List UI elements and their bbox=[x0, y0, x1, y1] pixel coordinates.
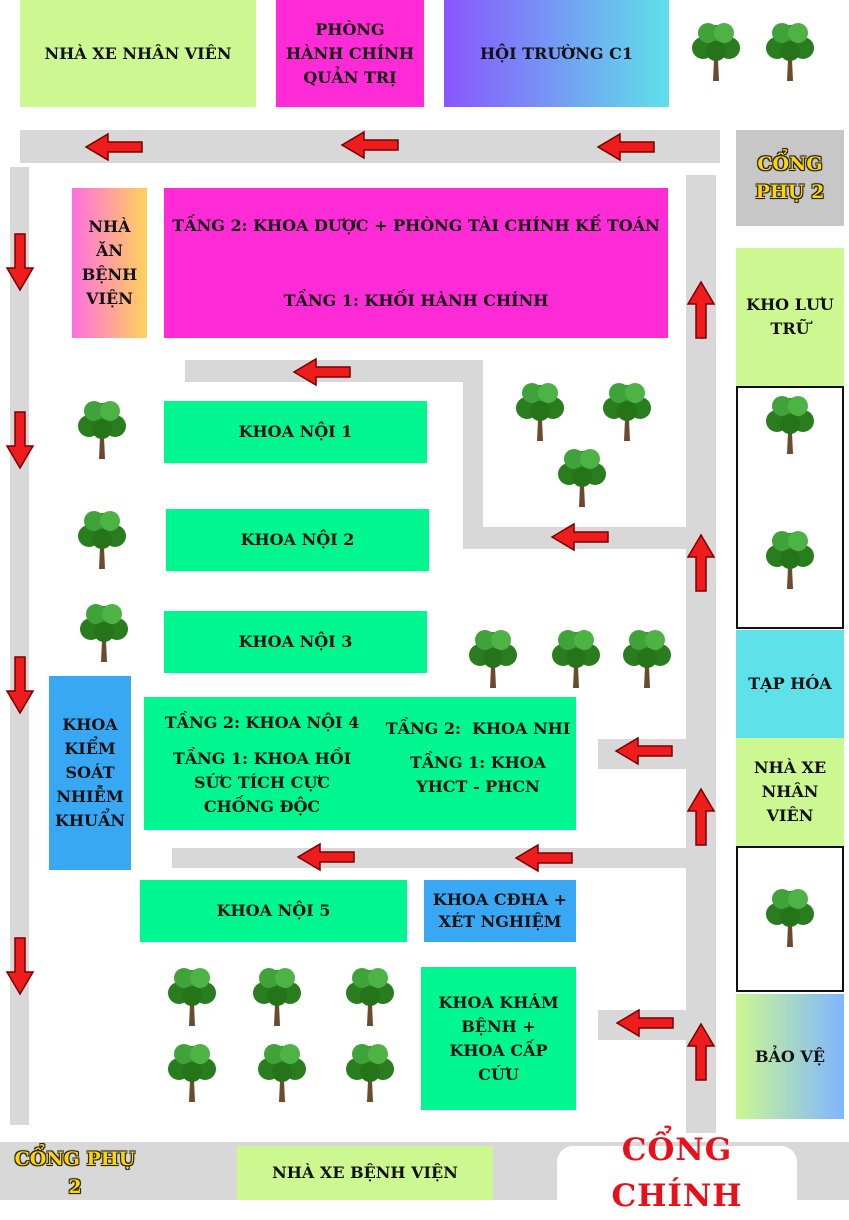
direction-arrow-icon bbox=[514, 843, 573, 873]
tree-icon bbox=[516, 383, 564, 441]
nha-xe-benh-vien: NHÀ XE BỆNH VIỆN bbox=[237, 1146, 493, 1200]
nha-xe-nhan-vien-top: NHÀ XE NHÂN VIÊN bbox=[20, 0, 256, 107]
khoa-noi-5: KHOA NỘI 5 bbox=[140, 880, 407, 942]
direction-arrow-icon bbox=[686, 787, 716, 846]
direction-arrow-icon bbox=[5, 233, 35, 292]
direction-arrow-icon bbox=[292, 357, 351, 387]
road-left bbox=[10, 167, 29, 1125]
road-upper-vertical bbox=[463, 360, 483, 548]
tap-hoa: TẠP HÓA bbox=[736, 630, 844, 738]
tree-icon bbox=[168, 968, 216, 1026]
road-lower-horizontal bbox=[172, 848, 686, 868]
khoa-cdha-xet-nghiem: KHOA CĐHA + XÉT NGHIỆM bbox=[424, 880, 576, 942]
tree-icon bbox=[253, 968, 301, 1026]
tree-icon bbox=[346, 1044, 394, 1102]
tree-icon bbox=[766, 531, 814, 589]
tree-icon bbox=[78, 401, 126, 459]
tree-icon bbox=[692, 23, 740, 81]
direction-arrow-icon bbox=[5, 411, 35, 470]
direction-arrow-icon bbox=[340, 130, 399, 160]
direction-arrow-icon bbox=[84, 132, 143, 162]
direction-arrow-icon bbox=[686, 533, 716, 592]
tang-1-khoi-hanh-chinh: TẦNG 1: KHỐI HÀNH CHÍNH bbox=[164, 263, 668, 338]
tree-icon bbox=[623, 630, 671, 688]
tree-icon bbox=[603, 383, 651, 441]
cong-phu-2-bottom: CỔNG PHỤ 2 bbox=[14, 1147, 136, 1199]
tree-icon bbox=[78, 511, 126, 569]
direction-arrow-icon bbox=[5, 937, 35, 996]
direction-arrow-icon bbox=[614, 736, 673, 766]
khoa-noi-1: KHOA NỘI 1 bbox=[164, 401, 427, 463]
direction-arrow-icon bbox=[686, 1022, 716, 1081]
tree-icon bbox=[80, 604, 128, 662]
tang-2-khoa-nhi: TẦNG 2: KHOA NHI bbox=[385, 719, 571, 738]
khoa-noi-4-block: TẦNG 2: KHOA NỘI 4 TẦNG 1: KHOA HỒI SỨC … bbox=[144, 697, 380, 830]
tang-1-khoa-hoi-suc: TẦNG 1: KHOA HỒI SỨC TÍCH CỰC CHỐNG ĐỘC bbox=[172, 749, 352, 816]
tree-icon bbox=[258, 1044, 306, 1102]
nha-an-benh-vien: NHÀ ĂN BỆNH VIỆN bbox=[72, 188, 147, 338]
cong-chinh: CỔNG CHÍNH bbox=[557, 1132, 797, 1214]
direction-arrow-icon bbox=[5, 656, 35, 715]
khoa-nhi-block: TẦNG 2: KHOA NHI TẦNG 1: KHOA YHCT - PHC… bbox=[380, 697, 576, 830]
direction-arrow-icon bbox=[596, 132, 655, 162]
tang-1-khoa-yhct: TẦNG 1: KHOA YHCT - PHCN bbox=[409, 753, 547, 796]
tree-icon bbox=[766, 889, 814, 947]
tang-2-khoa-noi-4: TẦNG 2: KHOA NỘI 4 bbox=[164, 713, 360, 732]
nha-xe-nhan-vien-right: NHÀ XE NHÂN VIÊN bbox=[736, 738, 844, 846]
direction-arrow-icon bbox=[296, 842, 355, 872]
khoa-noi-3: KHOA NỘI 3 bbox=[164, 611, 427, 673]
tree-icon bbox=[766, 23, 814, 81]
cong-phu-2-right: CỔNG PHỤ 2 bbox=[736, 130, 844, 226]
direction-arrow-icon bbox=[550, 522, 609, 552]
tree-icon bbox=[552, 630, 600, 688]
tree-icon bbox=[469, 630, 517, 688]
tang-2-khoa-duoc: TẦNG 2: KHOA DƯỢC + PHÒNG TÀI CHÍNH KẾ T… bbox=[164, 188, 668, 263]
khoa-kham-benh-cap-cuu: KHOA KHÁM BỆNH + KHOA CẤP CỨU bbox=[421, 967, 576, 1110]
khoa-noi-2: KHOA NỘI 2 bbox=[166, 509, 429, 571]
phong-hanh-chinh-quan-tri: PHÒNG HÀNH CHÍNH QUẢN TRỊ bbox=[276, 0, 424, 107]
tree-icon bbox=[766, 396, 814, 454]
tree-icon bbox=[168, 1044, 216, 1102]
direction-arrow-icon bbox=[686, 280, 716, 339]
tree-icon bbox=[558, 449, 606, 507]
kho-luu-tru: KHO LƯU TRỮ bbox=[736, 248, 844, 386]
bao-ve: BẢO VỆ bbox=[736, 994, 844, 1119]
hoi-truong-c1: HỘI TRƯỜNG C1 bbox=[444, 0, 669, 107]
direction-arrow-icon bbox=[615, 1008, 674, 1038]
khoa-kiem-soat-nhiem-khuan: KHOA KIỂM SOÁT NHIỄM KHUẨN bbox=[49, 676, 131, 870]
tree-icon bbox=[346, 968, 394, 1026]
